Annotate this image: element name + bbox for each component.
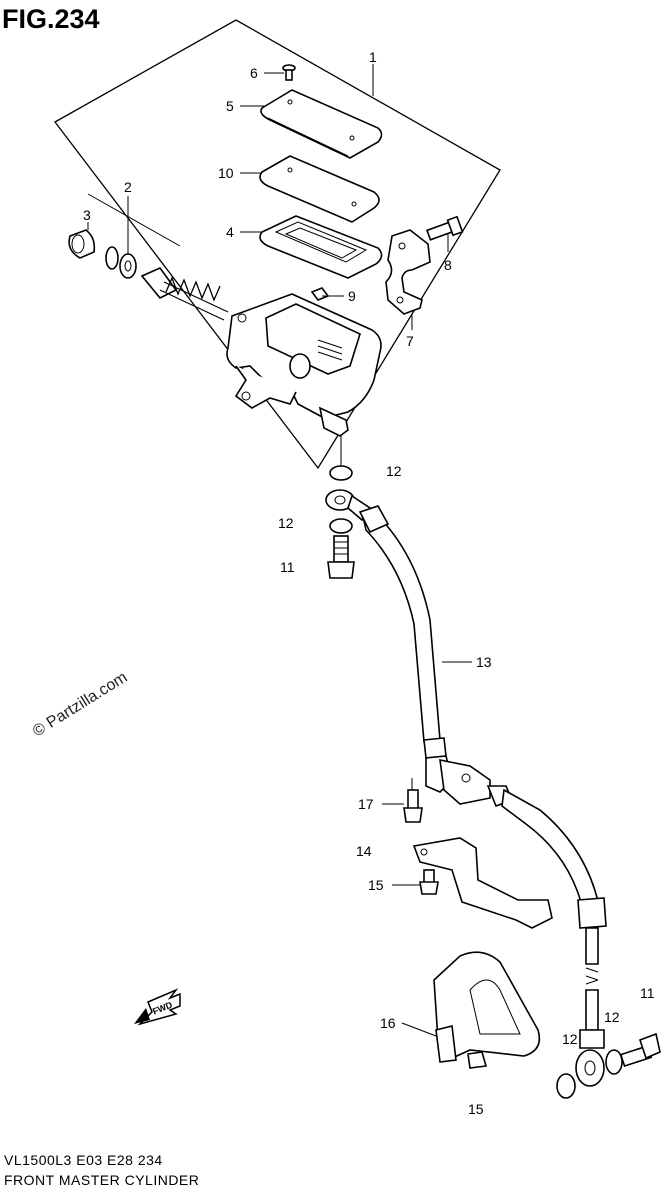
callout-1[interactable]: 1 xyxy=(369,49,377,65)
part-7-clamp[interactable] xyxy=(385,229,431,315)
piston-and-spring xyxy=(140,267,229,321)
callout-5[interactable]: 5 xyxy=(226,98,234,114)
callout-7[interactable]: 7 xyxy=(406,333,414,349)
part-10-plate[interactable] xyxy=(259,155,380,223)
callout-2[interactable]: 2 xyxy=(124,179,132,195)
part-2-circlip[interactable] xyxy=(105,246,137,279)
callout-11-upper[interactable]: 11 xyxy=(280,559,295,575)
figure-name: FRONT MASTER CYLINDER xyxy=(4,1172,200,1188)
part-12-washer-lower-left[interactable] xyxy=(556,1073,576,1099)
part-13-brake-hose[interactable] xyxy=(358,505,607,1049)
part-11-bolt-upper[interactable] xyxy=(327,535,355,579)
callout-12-lower-left[interactable]: 12 xyxy=(562,1031,578,1047)
callout-13[interactable]: 13 xyxy=(476,654,492,670)
callout-3[interactable]: 3 xyxy=(83,207,91,223)
part-6-screw[interactable] xyxy=(282,64,296,81)
callout-9[interactable]: 9 xyxy=(348,288,356,304)
part-4-diaphragm[interactable] xyxy=(259,215,383,279)
callout-16[interactable]: 16 xyxy=(380,1015,396,1031)
callout-12-lower-right[interactable]: 12 xyxy=(604,1009,620,1025)
part-11-bolt-lower[interactable] xyxy=(619,1032,661,1068)
figure-title: FIG.234 xyxy=(2,4,100,34)
callout-15-upper[interactable]: 15 xyxy=(368,877,384,893)
leader-lines xyxy=(87,64,472,1037)
callout-6[interactable]: 6 xyxy=(250,65,258,81)
part-12-washer-upper[interactable] xyxy=(329,465,353,481)
callout-8[interactable]: 8 xyxy=(444,257,452,273)
model-line: VL1500L3 E03 E28 234 xyxy=(4,1152,163,1168)
part-15-bolt-upper[interactable] xyxy=(419,869,439,895)
part-12-washer-mid[interactable] xyxy=(329,518,353,534)
part-8-bolt[interactable] xyxy=(425,215,464,241)
fwd-arrow-icon: FWD xyxy=(134,988,181,1026)
callout-12-mid[interactable]: 12 xyxy=(278,515,294,531)
part-12-washer-lower-right[interactable] xyxy=(605,1049,623,1075)
part-14-bracket[interactable] xyxy=(412,837,553,929)
callout-14[interactable]: 14 xyxy=(356,843,372,859)
callout-11-lower[interactable]: 11 xyxy=(640,985,655,1001)
part-3-boot[interactable] xyxy=(68,229,96,259)
banjo-fitting-lower xyxy=(575,1049,605,1087)
part-9-clip[interactable] xyxy=(310,287,330,301)
part-16-hose-guide[interactable] xyxy=(433,951,541,1069)
part-5-reservoir-cap[interactable] xyxy=(260,89,383,159)
master-cylinder-body[interactable] xyxy=(226,293,382,437)
callout-12-upper[interactable]: 12 xyxy=(386,463,402,479)
callout-10[interactable]: 10 xyxy=(218,165,234,181)
banjo-fitting-upper xyxy=(325,489,372,522)
callout-4[interactable]: 4 xyxy=(226,224,234,240)
callout-17[interactable]: 17 xyxy=(358,796,374,812)
part-17-bolt[interactable] xyxy=(403,789,423,823)
callout-15-lower[interactable]: 15 xyxy=(468,1101,484,1117)
